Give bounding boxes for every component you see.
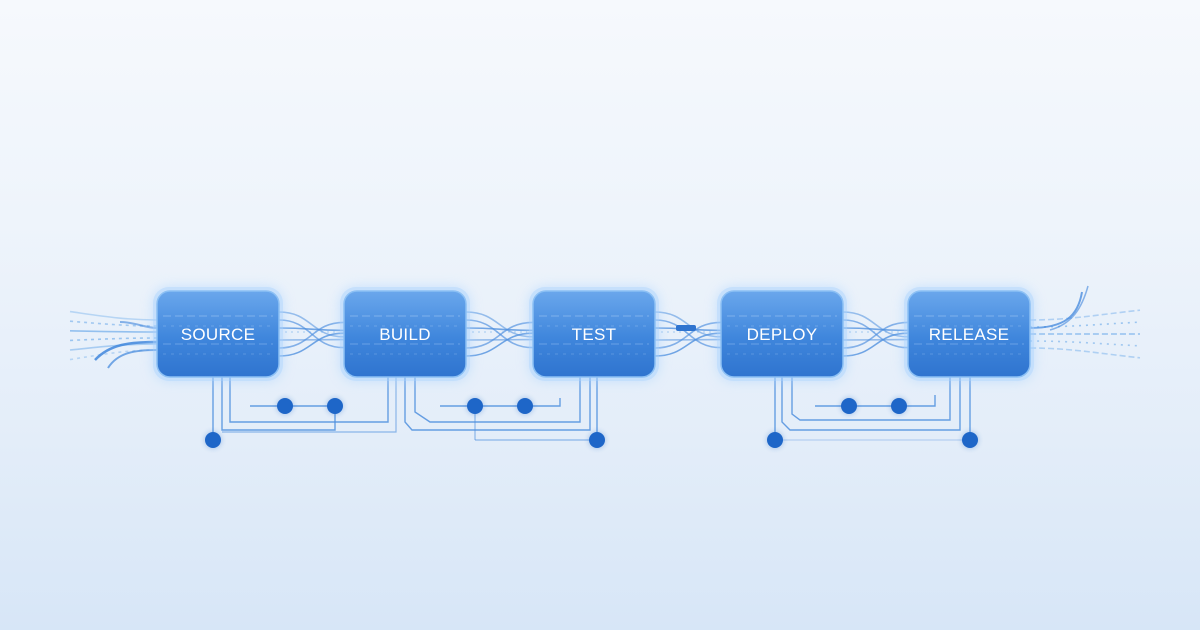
incoming-curve <box>119 321 158 329</box>
branch-wire <box>791 377 951 421</box>
stage-label: SOURCE <box>181 325 256 344</box>
branch-node <box>589 432 605 448</box>
data-stream-lines <box>69 285 1141 369</box>
branch-wire <box>229 377 389 423</box>
connector-line <box>465 327 534 332</box>
outgoing-curve <box>1049 285 1089 331</box>
outgoing-stream-line <box>1029 340 1141 347</box>
stage-box <box>907 290 1031 378</box>
incoming-stream-line <box>69 330 158 333</box>
incoming-curve <box>107 349 158 369</box>
outgoing-stream-line <box>1029 347 1141 359</box>
connector-line <box>465 332 534 357</box>
connector-line <box>278 332 345 357</box>
connector-line <box>842 327 909 332</box>
branch-node <box>467 398 483 414</box>
branch-wire <box>849 395 936 407</box>
stage-label: BUILD <box>379 325 431 344</box>
connector-line <box>654 321 722 349</box>
connector-line <box>654 319 722 349</box>
stage-source: SOURCE <box>153 287 283 381</box>
connector-line <box>278 319 345 349</box>
connector-line <box>842 332 909 357</box>
incoming-stream-line <box>69 310 158 321</box>
stage-release: RELEASE <box>904 287 1034 381</box>
branch-node <box>962 432 978 448</box>
branch-node <box>327 398 343 414</box>
incoming-stream-line <box>69 343 158 351</box>
branch-wire <box>222 377 397 433</box>
connector-line <box>278 321 345 349</box>
stage-connectors <box>278 311 909 357</box>
stage-box <box>156 290 280 378</box>
connector-line <box>842 321 909 349</box>
stage-label: RELEASE <box>929 325 1010 344</box>
branch-wiring <box>204 377 979 449</box>
connector-line <box>842 311 909 338</box>
connector-line <box>654 311 722 338</box>
branch-wire <box>414 377 581 423</box>
incoming-stream-line <box>69 337 158 342</box>
branch-node <box>891 398 907 414</box>
branch-node <box>767 432 783 448</box>
branch-node <box>277 398 293 414</box>
incoming-curve <box>94 340 158 361</box>
stage-box <box>720 290 844 378</box>
branch-wire <box>781 377 961 431</box>
branch-node <box>517 398 533 414</box>
stage-build: BUILD <box>340 287 470 381</box>
outgoing-stream-line <box>1029 309 1141 321</box>
stage-label: DEPLOY <box>747 325 818 344</box>
transfer-indicator <box>676 325 696 331</box>
branch-node <box>205 432 221 448</box>
connector-line <box>465 311 534 338</box>
connector-line <box>278 311 345 338</box>
stage-box <box>343 290 467 378</box>
branch-wire <box>475 398 561 407</box>
connector-line <box>278 327 345 332</box>
connector-line <box>465 319 534 349</box>
stage-test: TEST <box>529 287 659 381</box>
connector-line <box>842 319 909 349</box>
stage-box <box>532 290 656 378</box>
branch-wire <box>221 377 336 431</box>
branch-wire <box>404 377 591 431</box>
stage-label: TEST <box>572 325 617 344</box>
pipeline-stages: SOURCE BUILD TEST DEPLOY RELEASE <box>153 287 1034 381</box>
outgoing-curve <box>1029 291 1083 329</box>
stage-deploy: DEPLOY <box>717 287 847 381</box>
connector-line <box>465 321 534 349</box>
connector-line <box>654 332 722 357</box>
branch-node <box>841 398 857 414</box>
